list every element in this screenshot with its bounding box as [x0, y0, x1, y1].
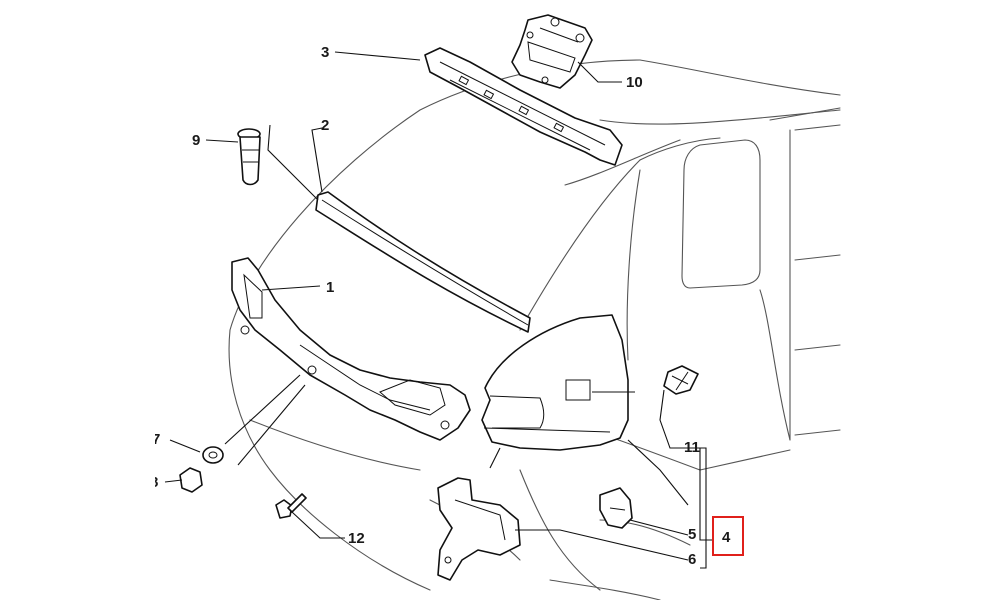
part-4-headlamp — [481, 314, 629, 451]
callout-12: 12 — [348, 530, 365, 547]
callout-3: 3 — [321, 44, 329, 61]
part-9-fastener — [237, 128, 261, 186]
part-2-seal-strip — [315, 191, 531, 333]
part-5-bracket — [599, 487, 633, 529]
callout-11: 11 — [684, 439, 700, 456]
vehicle-body-outline — [228, 59, 841, 600]
callout-2: 2 — [321, 117, 329, 134]
left-crop-mask — [0, 0, 155, 600]
part-11-clip — [663, 365, 699, 395]
callout-9: 9 — [192, 132, 200, 149]
callout-10: 10 — [626, 74, 643, 91]
part-8-nut — [179, 467, 203, 493]
part-6-bracket — [437, 477, 521, 581]
callout-6: 6 — [688, 551, 696, 568]
part-12-bolt — [275, 493, 307, 519]
part-3-cowl-panel — [424, 47, 623, 166]
callout-7: 7 — [152, 431, 160, 448]
leader-lines — [164, 51, 712, 569]
callout-4-highlight-box — [712, 516, 744, 556]
callout-1: 1 — [326, 279, 334, 296]
callouts: 1 2 3 4 5 6 7 8 9 10 11 12 — [150, 44, 744, 568]
callout-4: 4 — [722, 529, 731, 546]
part-7-washer — [202, 446, 224, 464]
callout-5: 5 — [688, 526, 696, 543]
part-10-bracket — [511, 14, 593, 89]
part-1-cross-member — [231, 257, 471, 441]
